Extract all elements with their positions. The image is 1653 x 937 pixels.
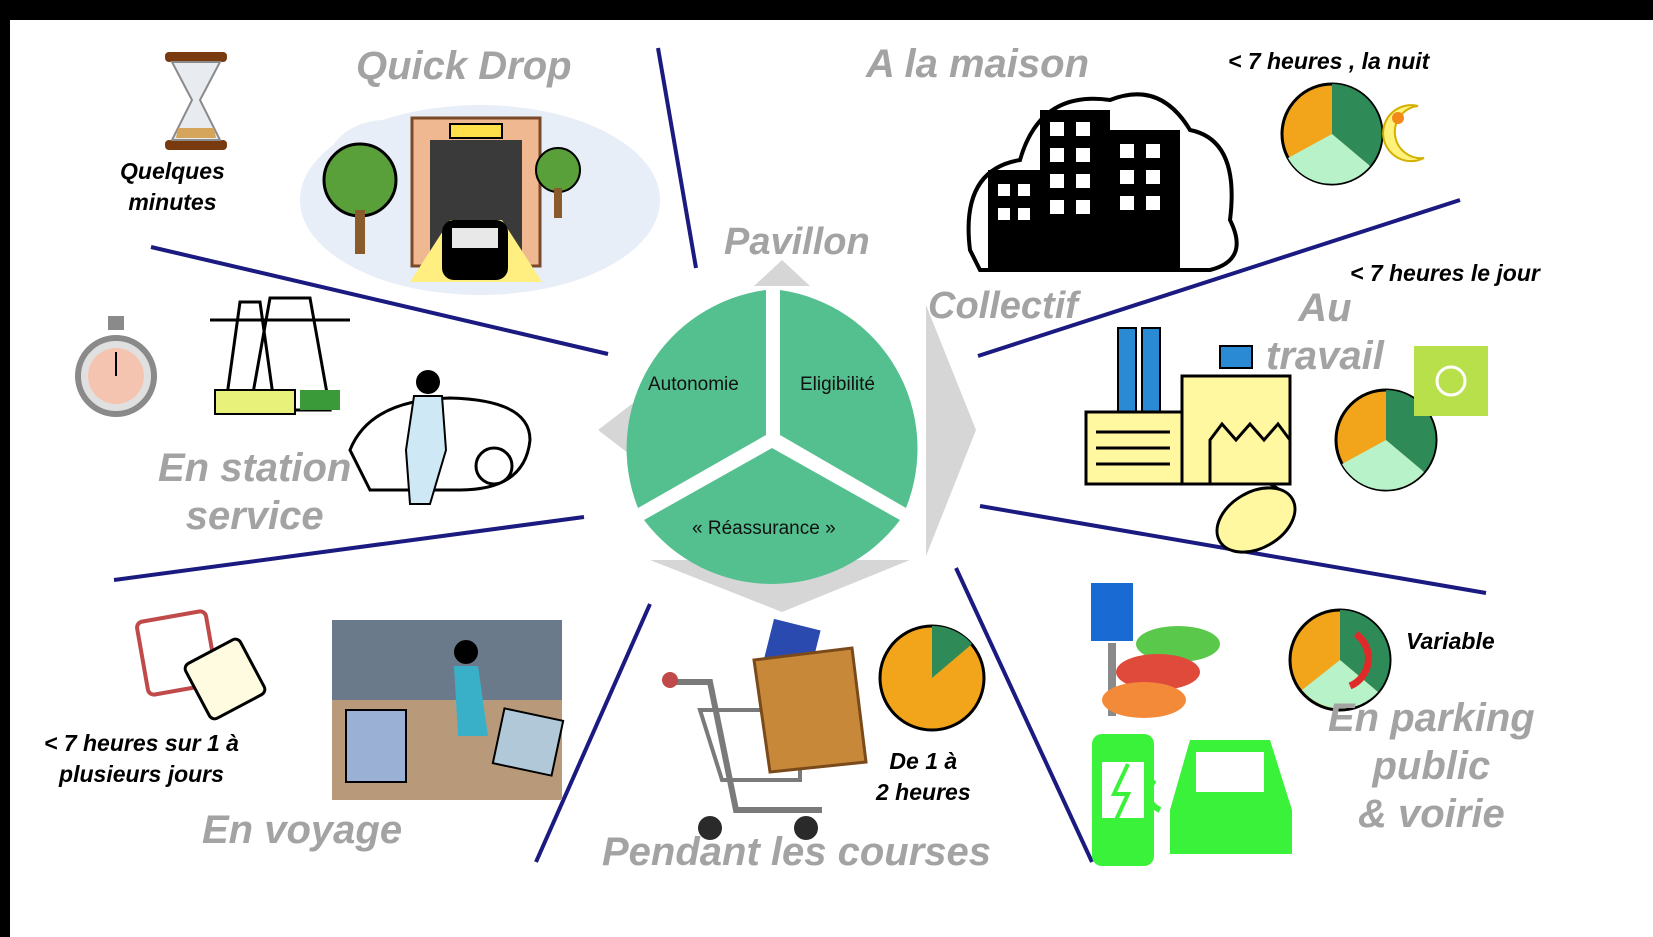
label-en-parking-line-1: En parking bbox=[1328, 696, 1535, 740]
duration-quelques-minutes: Quelques minutes bbox=[120, 156, 225, 218]
computer-mouse-icon bbox=[1215, 482, 1297, 554]
label-au-travail-line-2: travail bbox=[1266, 334, 1384, 378]
calendar-icon bbox=[135, 609, 267, 721]
sun-icon bbox=[1414, 346, 1488, 416]
duration-nuit: < 7 heures , la nuit bbox=[1228, 48, 1430, 74]
label-en-voyage: En voyage bbox=[202, 808, 403, 852]
cars-icon bbox=[1102, 626, 1220, 718]
segment-label-autonomie: Autonomie bbox=[648, 374, 739, 395]
segment-autonomie bbox=[626, 290, 766, 508]
shopping-bag-icon bbox=[752, 618, 868, 774]
duration-quelques-line-2: minutes bbox=[128, 189, 217, 216]
label-au-travail: Au travail bbox=[1266, 284, 1384, 380]
shopping-cart-icon bbox=[662, 672, 822, 840]
refuel-person-icon bbox=[348, 370, 532, 505]
center-cycle bbox=[626, 290, 918, 584]
label-au-travail-line-1: Au bbox=[1298, 286, 1352, 330]
label-en-parking: En parking public & voirie bbox=[1328, 694, 1535, 838]
segment-label-eligibilite: Eligibilité bbox=[800, 374, 875, 395]
parking-sign-icon bbox=[1089, 581, 1135, 716]
hourglass-icon bbox=[165, 52, 227, 150]
duration-quelques-line-1: Quelques bbox=[120, 158, 225, 184]
diagram-canvas: Autonomie Eligibilité « Réassurance » Qu… bbox=[10, 20, 1653, 937]
label-pavillon: Pavillon bbox=[724, 221, 870, 263]
segment-reassurance bbox=[644, 448, 900, 584]
building-icon bbox=[966, 92, 1239, 272]
label-en-station-service: En station service bbox=[158, 444, 351, 540]
segment-label-reassurance: « Réassurance » bbox=[692, 518, 836, 539]
segment-eligibilite bbox=[780, 290, 918, 508]
duration-courses-line-2: 2 heures bbox=[876, 779, 971, 806]
clock-courses-icon bbox=[878, 624, 986, 732]
label-en-parking-line-3: & voirie bbox=[1357, 792, 1505, 836]
label-collectif: Collectif bbox=[928, 285, 1078, 327]
label-en-station-line-1: En station bbox=[158, 446, 352, 490]
label-a-la-maison: A la maison bbox=[866, 42, 1090, 86]
moon-icon bbox=[1382, 104, 1425, 163]
stopwatch-icon bbox=[75, 316, 157, 417]
traveler-icon bbox=[332, 620, 565, 800]
factory-icon bbox=[1084, 327, 1292, 486]
duration-voyage: < 7 heures sur 1 à plusieurs jours bbox=[44, 728, 239, 790]
car-wash-icon bbox=[300, 105, 660, 295]
diagram-graphics bbox=[75, 47, 1488, 866]
duration-voyage-line-1: < 7 heures sur 1 à bbox=[44, 730, 239, 756]
clock-day-icon bbox=[1334, 388, 1438, 492]
charging-station-icon bbox=[1092, 734, 1154, 866]
label-en-parking-line-2: public bbox=[1372, 744, 1491, 788]
duration-variable: Variable bbox=[1406, 628, 1495, 654]
label-quick-drop: Quick Drop bbox=[356, 44, 572, 88]
duration-courses: De 1 à 2 heures bbox=[876, 746, 971, 808]
clock-night-icon bbox=[1280, 82, 1384, 186]
clock-variable-icon bbox=[1288, 608, 1392, 712]
label-pendant-les-courses: Pendant les courses bbox=[602, 830, 992, 874]
power-pylon-icon bbox=[210, 296, 350, 415]
duration-jour: < 7 heures le jour bbox=[1350, 260, 1540, 286]
duration-voyage-line-2: plusieurs jours bbox=[59, 761, 224, 788]
duration-courses-line-1: De 1 à bbox=[889, 748, 958, 774]
label-en-station-line-2: service bbox=[185, 494, 324, 538]
green-car-icon bbox=[1145, 740, 1292, 854]
